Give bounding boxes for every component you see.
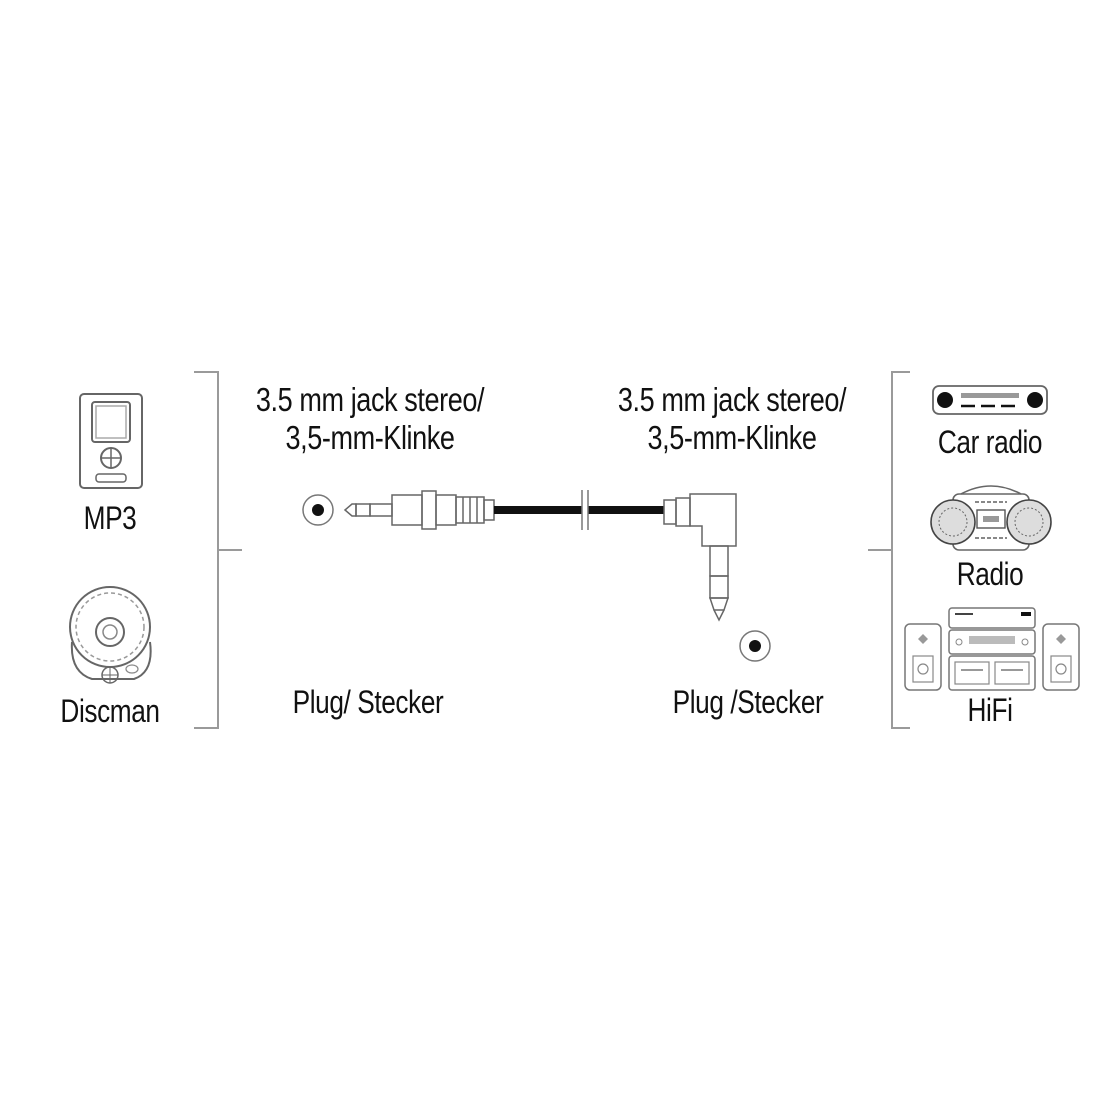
left-bracket [194, 371, 242, 729]
device-label-car-radio: Car radio [937, 424, 1043, 460]
plug-label-left: Plug/ Stecker [292, 684, 444, 720]
connector-right-title-line2: 3,5-mm-Klinke [647, 419, 817, 456]
discman-icon [69, 586, 152, 684]
socket-symbol-left [302, 494, 334, 526]
cable-assembly [302, 490, 771, 662]
left-device-group: MP3 Discman [40, 370, 230, 740]
socket-symbol-right [739, 630, 771, 662]
plug-label-right: Plug /Stecker [672, 684, 824, 720]
car-radio-icon [932, 385, 1048, 415]
boombox-radio-icon [930, 485, 1052, 551]
device-label-radio: Radio [956, 556, 1024, 592]
mp3-player-icon [79, 393, 143, 489]
connector-left-title-line1: 3.5 mm jack stereo/ [255, 381, 485, 418]
device-label-mp3: MP3 [83, 500, 137, 536]
device-label-discman: Discman [60, 693, 160, 729]
right-bracket [868, 371, 910, 729]
connector-right-title-line1: 3.5 mm jack stereo/ [617, 381, 847, 418]
cable-line [494, 490, 664, 530]
straight-jack-plug-icon [343, 490, 495, 530]
right-device-group: Car radio Radio [895, 370, 1095, 740]
device-label-hifi: HiFi [967, 692, 1013, 728]
connector-left-title-line2: 3,5-mm-Klinke [285, 419, 455, 456]
angled-jack-plug-icon [663, 493, 737, 622]
hifi-system-icon [904, 607, 1080, 691]
